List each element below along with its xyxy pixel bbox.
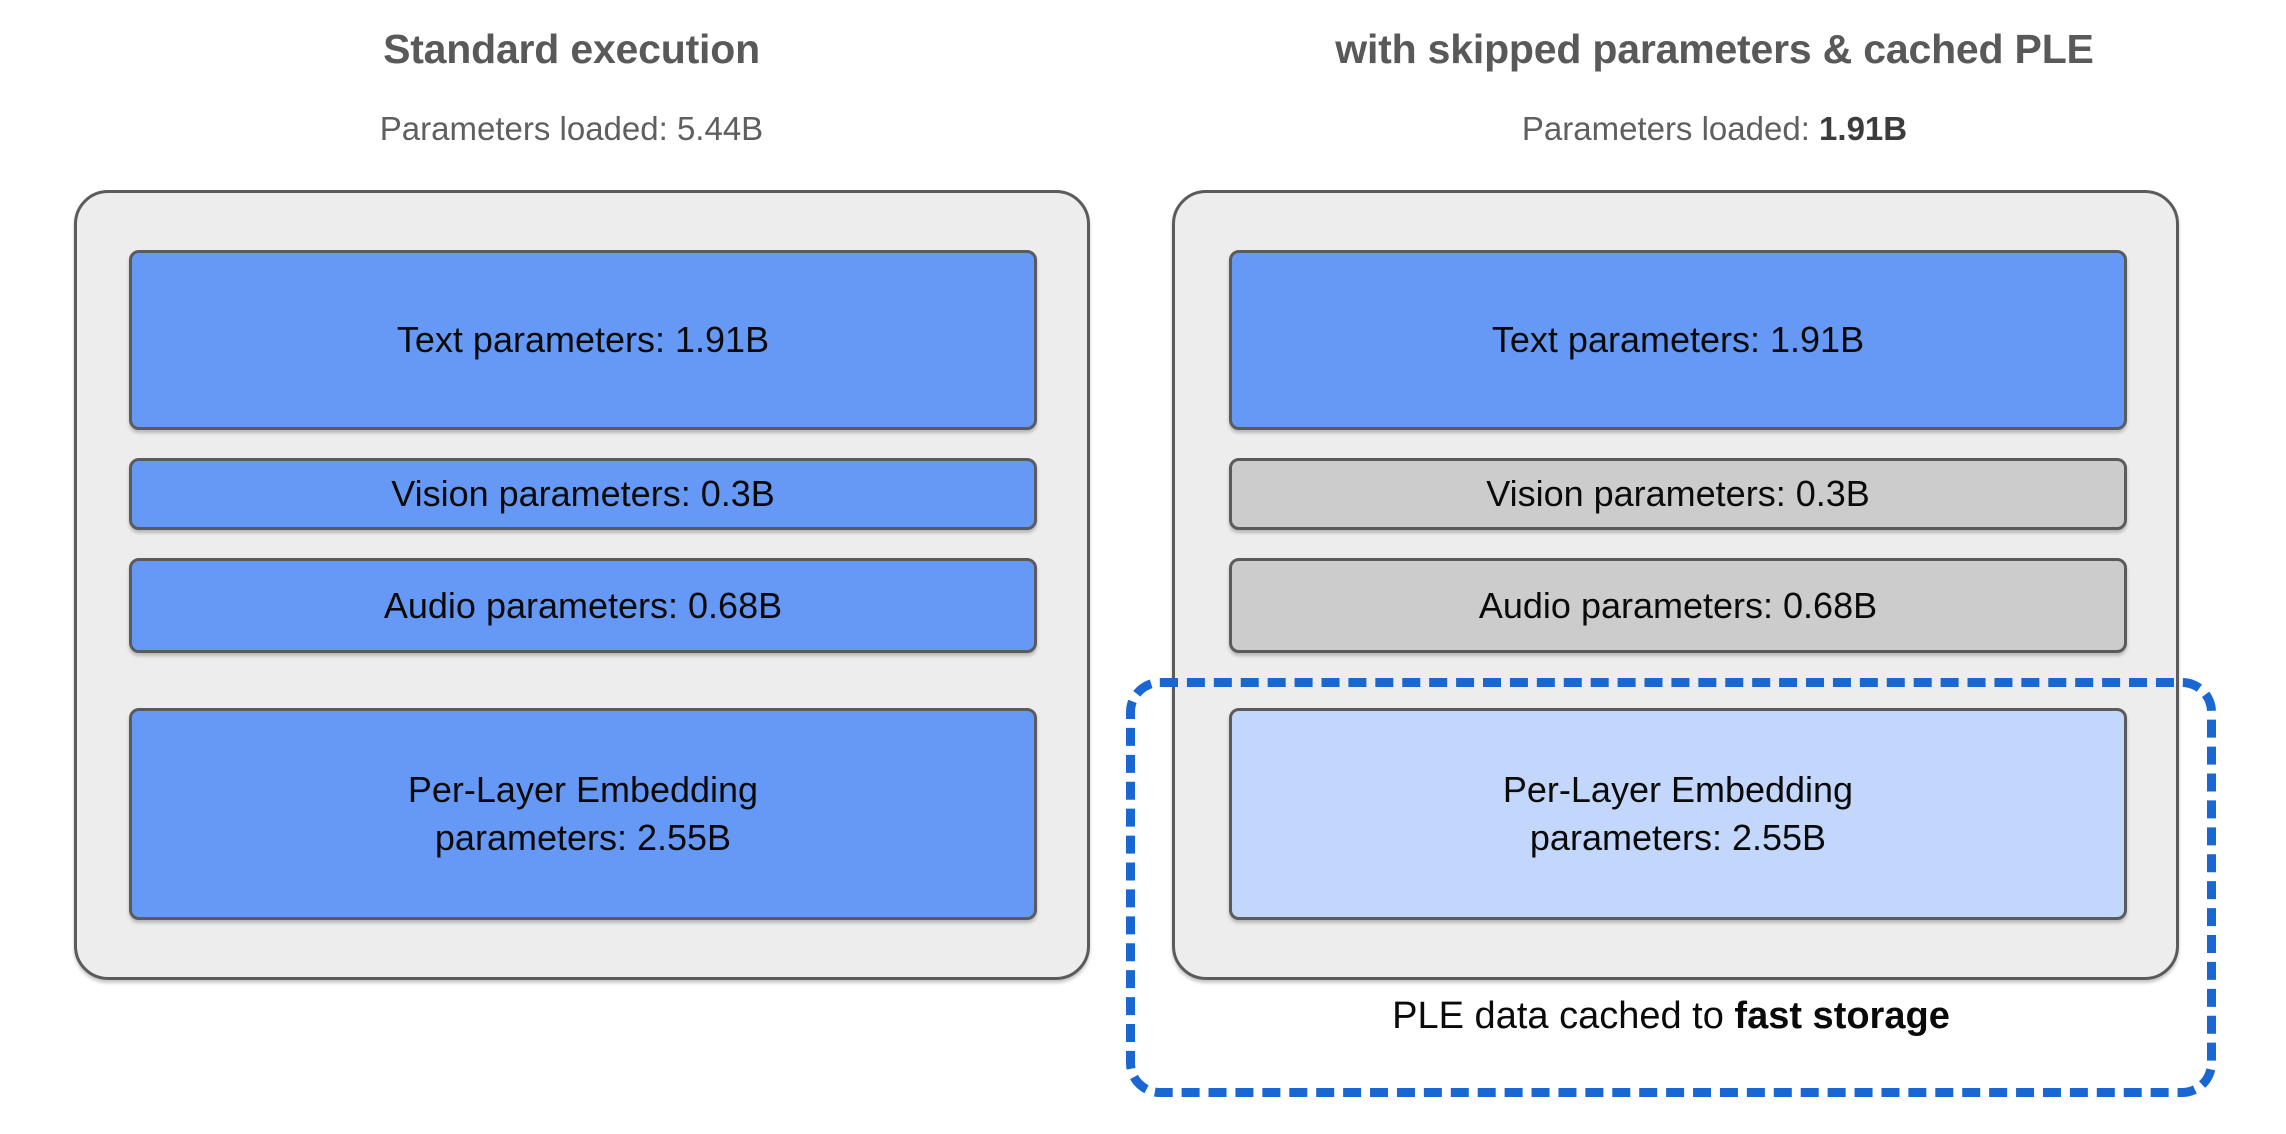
block-text-parameters-optimized: Text parameters: 1.91B xyxy=(1229,250,2127,430)
column-subtitle-standard: Parameters loaded: 5.44B xyxy=(0,110,1143,148)
column-optimized-execution: with skipped parameters & cached PLE Par… xyxy=(1143,0,2286,1134)
column-standard-execution: Standard execution Parameters loaded: 5.… xyxy=(0,26,1143,980)
block-ple-line1-standard: Per-Layer Embedding xyxy=(407,769,759,811)
parameters-loaded-label-standard: Parameters loaded: xyxy=(379,110,677,147)
column-title-standard: Standard execution xyxy=(383,26,760,72)
block-vision-parameters-optimized: Vision parameters: 0.3B xyxy=(1229,458,2127,530)
block-text-parameters-standard: Text parameters: 1.91B xyxy=(129,250,1037,430)
parameters-loaded-value-optimized: 1.91B xyxy=(1819,110,1908,147)
block-audio-parameters-standard: Audio parameters: 0.68B xyxy=(129,558,1037,653)
cache-caption: PLE data cached to fast storage xyxy=(1126,995,2216,1038)
block-ple-line2-standard: parameters: 2.55B xyxy=(434,817,732,858)
block-vision-parameters-standard: Vision parameters: 0.3B xyxy=(129,458,1037,530)
block-ple-parameters-optimized: Per-Layer Embedding parameters: 2.55B xyxy=(1229,708,2127,920)
block-ple-parameters-standard: Per-Layer Embedding parameters: 2.55B xyxy=(129,708,1037,920)
parameters-loaded-label-optimized: Parameters loaded: xyxy=(1521,110,1820,147)
parameters-loaded-value-standard: 5.44B xyxy=(676,110,764,147)
block-ple-line1-optimized: Per-Layer Embedding xyxy=(1502,769,1854,811)
model-panel-standard: Text parameters: 1.91B Vision parameters… xyxy=(74,190,1090,980)
block-audio-parameters-optimized: Audio parameters: 0.68B xyxy=(1229,558,2127,653)
column-subtitle-optimized: Parameters loaded: 1.91B xyxy=(1143,110,2286,148)
cache-caption-emphasis: fast storage xyxy=(1734,995,1950,1037)
cache-caption-prefix: PLE data cached to xyxy=(1392,995,1735,1037)
model-panel-optimized: Text parameters: 1.91B Vision parameters… xyxy=(1172,190,2179,980)
column-title-optimized: with skipped parameters & cached PLE xyxy=(1335,26,2094,72)
block-ple-line2-optimized: parameters: 2.55B xyxy=(1529,817,1827,858)
